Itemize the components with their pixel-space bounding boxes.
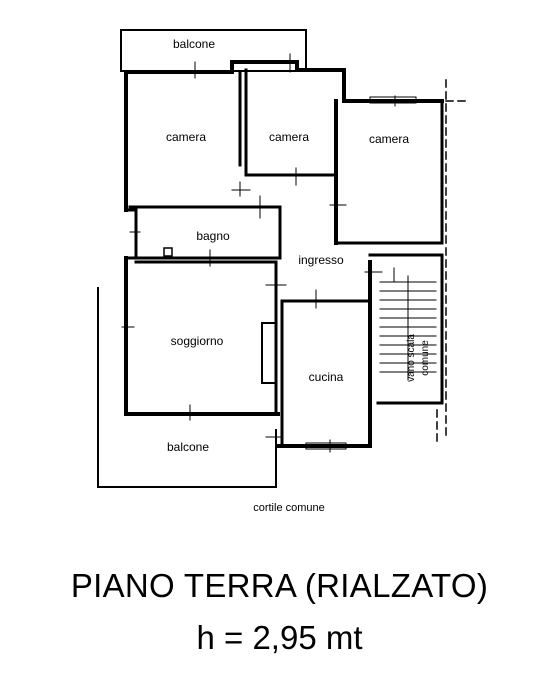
label-cortile-comune: cortile comune — [253, 502, 325, 514]
walls — [97, 29, 471, 488]
bagno-fixture — [163, 247, 173, 257]
label-camera-right: camera — [369, 132, 409, 146]
stair-treads — [379, 267, 437, 381]
door-marks — [121, 53, 396, 453]
window-cucina — [305, 442, 347, 450]
label-vano-scala: vano scala — [406, 334, 417, 382]
outer-wall-north — [124, 60, 444, 103]
label-balcone-top: balcone — [173, 37, 215, 51]
wall-cucina-south — [276, 428, 372, 448]
label-cucina: cucina — [309, 370, 344, 384]
balcony-bottom-outline — [97, 287, 277, 488]
bagno-west-wall — [124, 208, 138, 260]
stair-enclosure — [368, 253, 444, 405]
label-camera-left: camera — [166, 130, 206, 144]
soggiorno-niche — [261, 322, 277, 384]
label-bagno: bagno — [196, 229, 230, 243]
label-comune: comune — [420, 340, 431, 376]
label-camera-middle: camera — [269, 130, 309, 144]
label-balcone-bottom: balcone — [167, 440, 209, 454]
room-labels: balcone camera camera camera bagno ingre… — [166, 37, 431, 514]
outer-wall-west — [124, 70, 280, 416]
window-camera-right — [369, 96, 417, 104]
label-ingresso: ingresso — [298, 253, 344, 267]
label-soggiorno: soggiorno — [171, 334, 224, 348]
plan-title: PIANO TERRA (RIALZATO) — [70, 567, 489, 604]
property-boundary — [436, 79, 471, 446]
wall-camera-right-east — [334, 99, 444, 245]
ceiling-height: h = 2,95 mt — [196, 619, 363, 656]
